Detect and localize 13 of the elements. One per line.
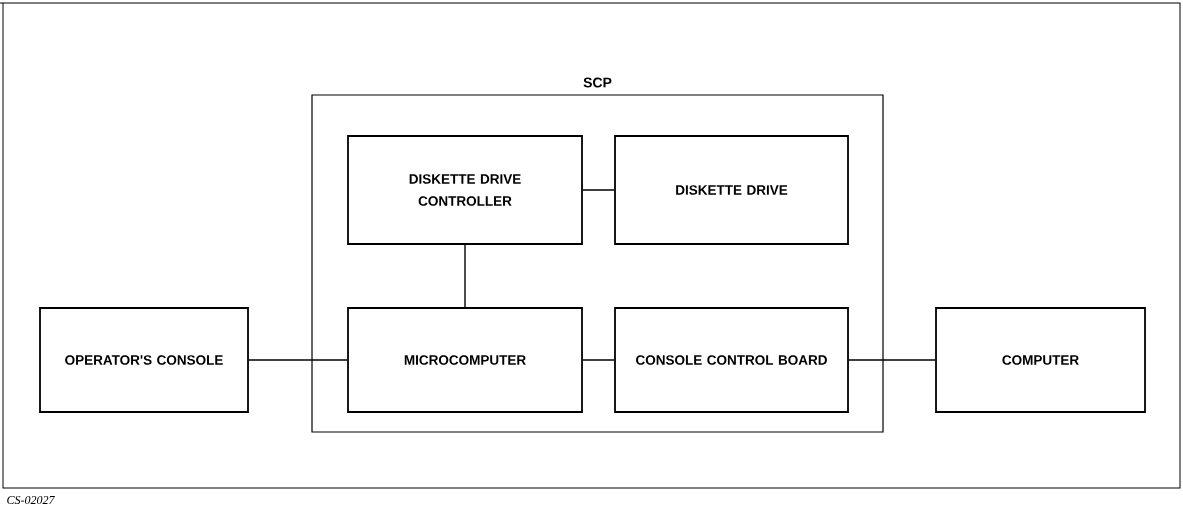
group-title: SCP (583, 77, 612, 88)
process-box: MICROCOMPUTER (347, 307, 583, 413)
process-box: DISKETTE DRIVE CONTROLLER (347, 135, 583, 245)
connector-line (848, 359, 936, 361)
process-box: COMPUTER (935, 307, 1146, 413)
figure-code: CS-02027 (7, 495, 55, 505)
connector-line (248, 359, 348, 361)
process-box: CONSOLE CONTROL BOARD (614, 307, 849, 413)
process-box: OPERATOR'S CONSOLE (39, 307, 249, 413)
connector-line (582, 359, 615, 361)
connector-line (464, 244, 466, 308)
connector-line (582, 189, 615, 191)
process-box: DISKETTE DRIVE (614, 135, 849, 245)
